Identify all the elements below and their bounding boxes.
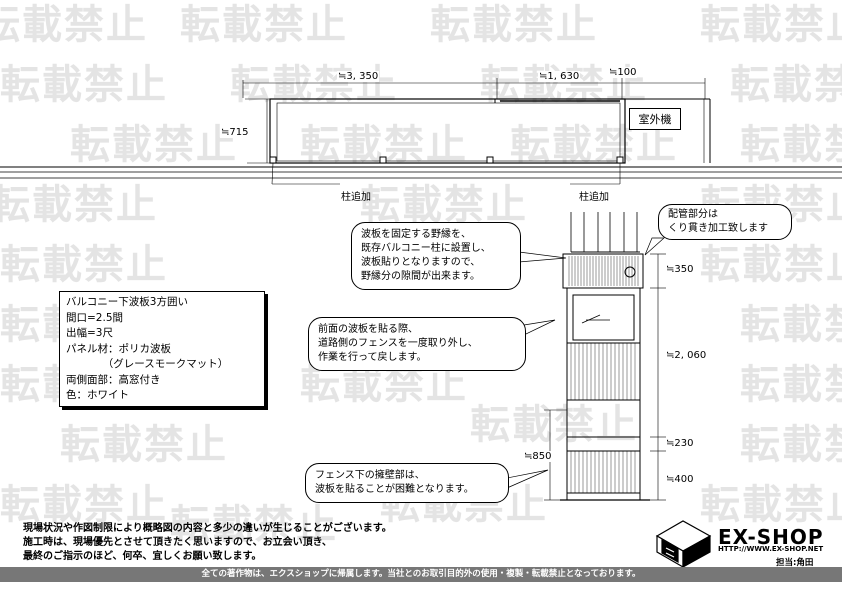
plan-view (0, 78, 842, 185)
logo-url: HTTP://WWW.EX-SHOP.NET (718, 545, 824, 553)
spec-line: バルコニー下波板3方囲い (66, 296, 188, 308)
callout-fence-line: 波板を貼ることが困難となります。 (315, 484, 474, 495)
dim-230: ≒230 (665, 438, 695, 449)
post-label-left: 柱追加 (341, 192, 371, 203)
spec-line: 両側面部：高窓付き (66, 373, 161, 386)
note-line: 現場状況や作図制限により概略図の内容と多少の違いが生じることがございます。 (23, 523, 392, 534)
copyright-footer: 全ての著作物は、エクスショップに帰属します。当社とのお取引目的外の使用・複製・転… (0, 567, 842, 582)
watermark-text: 転載禁止 (230, 62, 398, 108)
dim-depth: ≒715 (220, 127, 250, 138)
notes: 現場状況や作図制限により概略図の内容と多少の違いが生じることがございます。 施工… (23, 522, 392, 564)
callout-furring: 波板を固定する野縁を、 既存バルコニー柱に設置し、 波板貼りとなりますので、 野… (351, 222, 521, 290)
watermark-text: 転載禁止 (740, 422, 842, 468)
spec-line: 間口=2.5間 (66, 311, 123, 324)
callout-furring-line: 既存バルコニー柱に設置し、 (361, 243, 491, 254)
callout-tails (506, 237, 665, 489)
watermark-text: 転載禁止 (740, 362, 842, 408)
watermark-text: 転載禁止 (730, 62, 842, 108)
note-line: 施工時は、現場優先とさせて頂きたく思いますので、お立会い頂き、 (23, 537, 332, 548)
logo-name: EX-SHOP (718, 525, 824, 549)
callout-furring-line: 波板貼りとなりますので、 (361, 257, 481, 268)
watermark-text: 転載禁止 (180, 2, 348, 48)
watermark-text: 転載禁止 (0, 2, 148, 48)
dim-width-small: ≒100 (608, 67, 638, 78)
callout-front-line: 前面の波板を貼る際、 (318, 324, 418, 335)
callout-pipe: 配管部分は くり貫き加工致します (658, 204, 792, 240)
watermark-text: 転載禁止 (470, 402, 638, 448)
dim-width-main: ≒3, 350 (337, 71, 380, 82)
dim-400: ≒400 (665, 474, 695, 485)
dim-850: ≒850 (523, 451, 553, 462)
dim-350: ≒350 (665, 264, 695, 275)
spec-line: （グレースモークマット） (66, 358, 229, 370)
callout-front-line: 道路側のフェンスを一度取り外し、 (318, 338, 478, 349)
callout-pipe-line: くり貫き加工致します (668, 223, 768, 234)
watermark-text: 転載禁止 (170, 502, 338, 548)
watermark-text: 転載禁止 (700, 242, 842, 288)
callout-pipe-line: 配管部分は (668, 209, 718, 220)
corrugated-lines (568, 256, 639, 493)
watermark-text: 転載禁止 (360, 182, 528, 228)
post-label-right: 柱追加 (579, 192, 609, 203)
watermark-text: 転載禁止 (740, 302, 842, 348)
spec-line: パネル材：ポリカ波板 (66, 342, 171, 355)
watermark-text: 転載禁止 (0, 242, 168, 288)
callout-front: 前面の波板を貼る際、 道路側のフェンスを一度取り外し、 作業を行って戻します。 (308, 317, 526, 371)
elevation-dimensions (544, 253, 666, 501)
watermark-text: 転載禁止 (70, 122, 238, 168)
staff-label: 担当:角田 (776, 558, 814, 568)
dim-2060: ≒2, 060 (665, 350, 708, 361)
ex-shop-logo-icon (655, 520, 712, 569)
watermark-text: 転載禁止 (430, 2, 598, 48)
outdoor-unit-label: 室外機 (629, 108, 681, 130)
watermark-text: 転載禁止 (0, 62, 168, 108)
spec-line: 出幅=3尺 (66, 327, 113, 339)
spec-box: バルコニー下波板3方囲い 間口=2.5間 出幅=3尺 パネル材：ポリカ波板 （グ… (59, 291, 265, 407)
watermark-text: 転載禁止 (0, 182, 158, 228)
watermark-text: 転載禁止 (700, 482, 842, 528)
callout-fence-line: フェンス下の擁壁部は、 (315, 470, 425, 481)
watermark-text: 転載禁止 (700, 2, 842, 48)
spec-line: 色：ホワイト (66, 389, 129, 401)
callout-furring-line: 野縁分の隙間が出来ます。 (361, 271, 480, 282)
callout-fence: フェンス下の擁壁部は、 波板を貼ることが困難となります。 (305, 463, 509, 503)
elevation-view (560, 212, 650, 501)
watermark-text: 転載禁止 (0, 482, 168, 528)
dim-width-mid: ≒1, 630 (538, 71, 581, 82)
note-line: 最終のご指示のほど、何卒、宜しくお願い致します。 (23, 551, 262, 562)
callout-front-line: 作業を行って戻します。 (318, 352, 427, 363)
callout-furring-line: 波板を固定する野縁を、 (361, 229, 471, 240)
watermark-text: 転載禁止 (740, 122, 842, 168)
watermark-text: 転載禁止 (60, 422, 228, 468)
